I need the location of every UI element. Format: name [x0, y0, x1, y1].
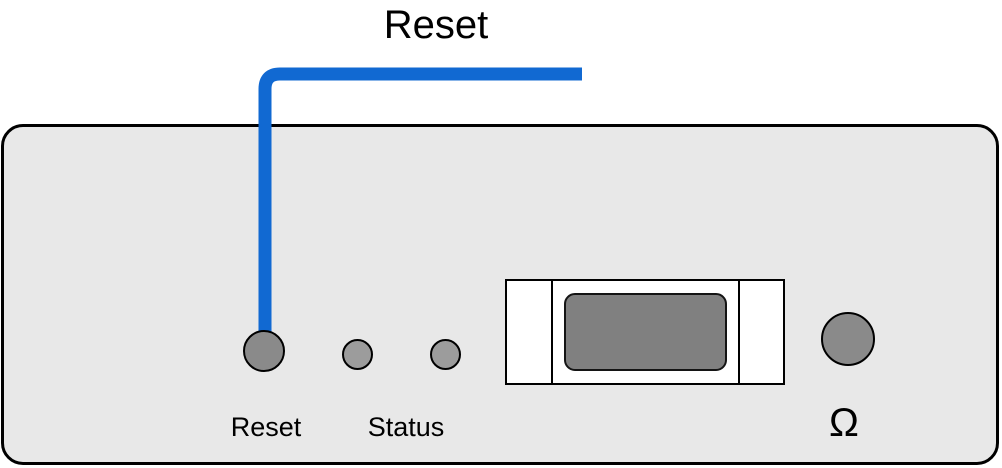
status-led-2 [430, 339, 461, 370]
slot-divider-left [550, 281, 553, 383]
resistance-port-label: Ω [829, 401, 859, 445]
reset-button [243, 330, 285, 372]
module-plug [563, 292, 727, 371]
resistance-button [821, 312, 875, 366]
slot-divider-right [737, 281, 740, 383]
callout-label: Reset [383, 3, 489, 47]
status-led-1 [342, 339, 373, 370]
status-leds-label: Status [367, 412, 445, 442]
reset-button-label: Reset [230, 412, 302, 442]
module-slot [505, 279, 785, 385]
